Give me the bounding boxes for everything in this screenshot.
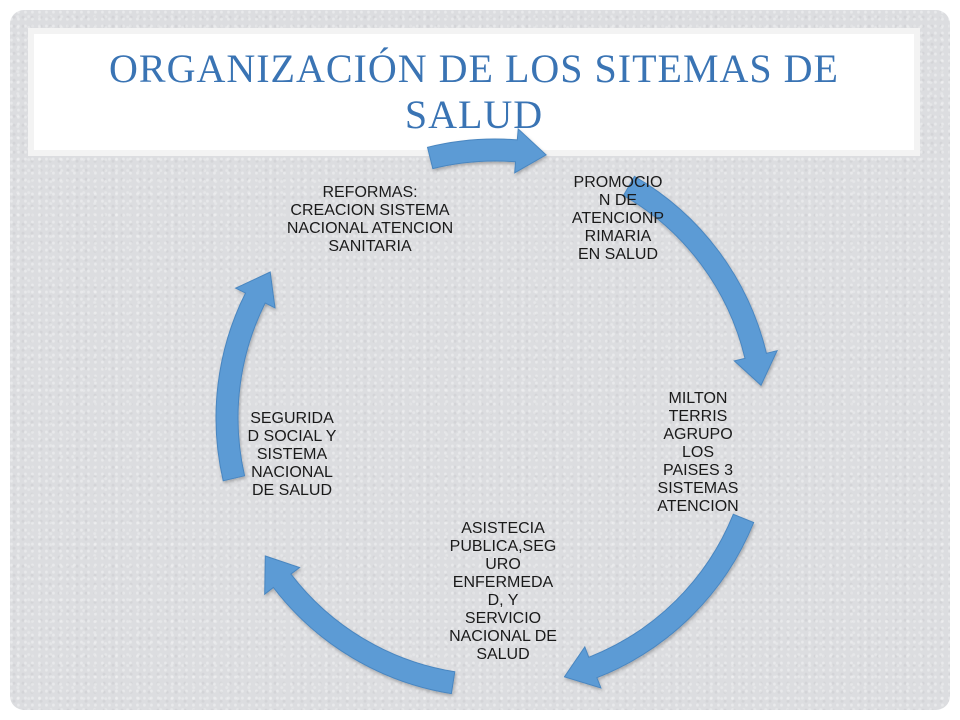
arrow-seguridad-to-reformas [215, 271, 276, 482]
arrow-milton-to-asistecia [563, 513, 755, 689]
cycle-arrows [215, 127, 778, 695]
arrow-asistecia-to-seguridad [264, 555, 456, 695]
node-asistecia: ASISTECIA PUBLICA,SEG URO ENFERMEDA D, Y… [449, 520, 557, 663]
title-box: ORGANIZACIÓN DE LOS SITEMAS DE SALUD [28, 28, 920, 156]
slide-title: ORGANIZACIÓN DE LOS SITEMAS DE SALUD [109, 46, 839, 137]
arrow-promocion-to-milton [622, 175, 778, 387]
node-seguridad: SEGURIDA D SOCIAL Y SISTEMA NACIONAL DE … [247, 410, 337, 499]
node-promocion: PROMOCIO N DE ATENCIONP RIMARIA EN SALUD [571, 174, 665, 263]
arrow-reformas-to-promocion [426, 127, 547, 174]
node-milton: MILTON TERRIS AGRUPO LOS PAISES 3 SISTEM… [657, 390, 739, 515]
node-reformas: REFORMAS: CREACION SISTEMA NACIONAL ATEN… [286, 184, 454, 255]
